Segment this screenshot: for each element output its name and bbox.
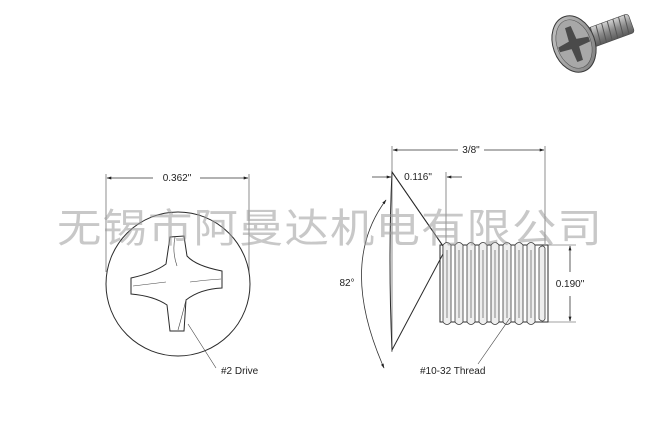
phillips-recess <box>130 235 223 332</box>
angle-dimension-label: 82° <box>339 278 354 289</box>
top-view: 0.362" #2 Drive <box>105 173 259 377</box>
length-dimension-label: 3/8" <box>462 145 480 156</box>
thread-diameter-dimension-label: 0.190" <box>556 279 585 290</box>
isometric-screw-icon <box>551 14 635 73</box>
screw-head-circle <box>105 211 251 357</box>
countersunk-head <box>389 170 444 352</box>
head-height-dimension-label: 0.116" <box>404 172 432 183</box>
threaded-shank <box>439 242 549 325</box>
side-view: 3/8" 0.116" 82° <box>339 145 584 377</box>
drive-label: #2 Drive <box>221 366 259 377</box>
diameter-dimension-label: 0.362" <box>163 173 192 184</box>
thread-spec-label: #10-32 Thread <box>420 366 485 377</box>
company-watermark: 无锡市阿曼达机电有限公司 <box>57 206 603 252</box>
